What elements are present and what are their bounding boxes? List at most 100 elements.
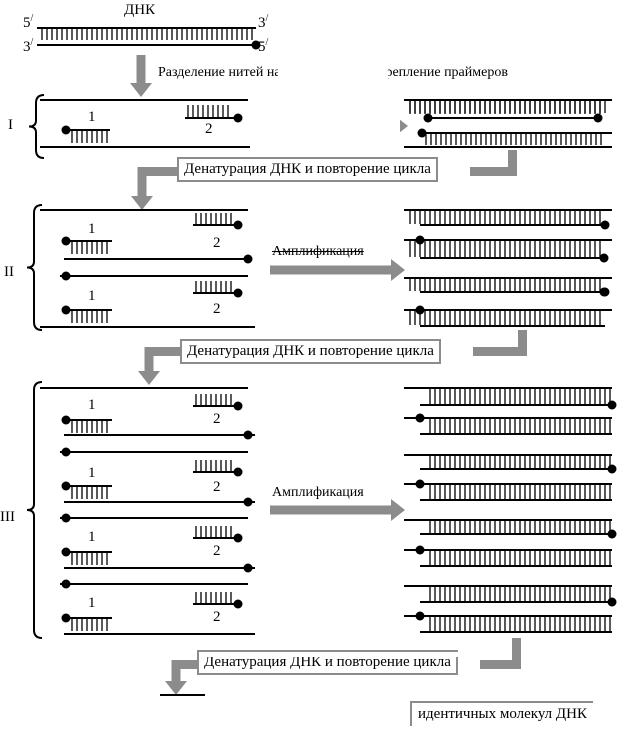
connector <box>470 167 517 176</box>
base-pair-ticks <box>71 618 108 631</box>
top-left-5-end: 5/ <box>23 13 34 31</box>
strand-end-dot <box>607 529 617 539</box>
primer-1-label: 1 <box>88 529 96 545</box>
base-pair-ticks <box>425 133 602 145</box>
primer-1-label: 1 <box>88 221 96 237</box>
primer-2-label: 2 <box>213 235 221 251</box>
cycle-arrow-down <box>138 347 160 385</box>
strand-end-dot <box>243 254 253 264</box>
connector <box>508 150 517 175</box>
occlusion-patch-mid <box>250 88 400 148</box>
cycle-arrow-down <box>131 167 153 210</box>
primer-1-label: 1 <box>88 288 96 304</box>
cycle-label-1: I <box>8 117 13 133</box>
base-pair-ticks <box>187 105 229 118</box>
strand-end-dot <box>415 305 425 315</box>
denaturation-box-1: Денатурация ДНК и повторение цикла <box>177 157 438 182</box>
strand-end-dot <box>61 513 71 523</box>
strand-end-dot <box>243 563 253 573</box>
strand-end-dot <box>243 430 253 440</box>
base-pair-ticks <box>409 278 601 291</box>
cycle-label-3: III <box>0 509 15 525</box>
strand-end-dot <box>600 220 610 230</box>
primer-1-label: 1 <box>88 109 96 125</box>
strand-end-dot <box>415 413 425 423</box>
primer-2-label: 2 <box>213 609 221 625</box>
denaturation-box-2: Денатурация ДНК и повторение цикла <box>180 339 441 364</box>
strand-end-dot <box>599 253 609 263</box>
occlusion-patch-bottom <box>200 652 485 657</box>
strand-end-dot <box>415 235 425 245</box>
bottom-right-5-end: 5/ <box>258 37 269 55</box>
strand-end-dot <box>607 464 617 474</box>
strand-end-dot <box>415 611 425 621</box>
base-pair-ticks <box>429 388 611 404</box>
cycle-brace-3 <box>26 381 43 639</box>
strand-end-dot <box>243 497 253 507</box>
base-pair-ticks <box>429 586 611 601</box>
base-pair-ticks <box>195 213 232 225</box>
base-pair-ticks <box>409 310 601 325</box>
base-pair-ticks <box>429 418 611 433</box>
base-pair-ticks <box>71 486 108 499</box>
step-arrow-down <box>130 55 152 97</box>
primer-1-label: 1 <box>88 595 96 611</box>
cycle-label-2: II <box>4 264 14 280</box>
top-right-3-end: 3/ <box>258 13 269 31</box>
connector <box>145 347 183 356</box>
amplification-label-2: Амплификация <box>272 244 364 259</box>
strand-end-dot <box>607 597 617 607</box>
result-label: идентичных молекул ДНК <box>410 701 593 726</box>
strand-end-dot <box>61 271 71 281</box>
base-pair-ticks <box>195 526 232 538</box>
base-pair-ticks <box>429 520 611 533</box>
dna-title: ДНК <box>124 2 156 18</box>
base-pair-ticks <box>71 420 108 433</box>
cycle-brace-2 <box>26 204 43 331</box>
connector <box>172 660 200 669</box>
base-pair-ticks <box>409 210 601 224</box>
connector <box>480 660 521 669</box>
base-pair-ticks <box>409 240 601 257</box>
primer-1-label: 1 <box>88 465 96 481</box>
strand-end-dot <box>61 447 71 457</box>
connector <box>473 347 527 356</box>
strand-end-dot <box>593 113 603 123</box>
base-pair-ticks <box>429 455 611 468</box>
base-pair-ticks <box>195 460 232 472</box>
bottom-left-3-end: 3/ <box>23 37 34 55</box>
primer-2-label: 2 <box>213 543 221 559</box>
base-pair-ticks <box>195 592 232 604</box>
strand-end-dot <box>599 287 609 297</box>
base-pair-ticks <box>409 100 601 114</box>
base-pair-ticks <box>71 130 108 143</box>
base-pair-ticks <box>41 28 253 40</box>
base-pair-ticks <box>71 241 108 254</box>
strand-end-dot <box>61 579 71 589</box>
connector <box>512 638 521 668</box>
amplification-arrow-2 <box>270 259 405 281</box>
base-pair-ticks <box>429 484 611 499</box>
base-pair-ticks <box>195 281 232 293</box>
base-pair-ticks <box>195 394 232 406</box>
primer-end-dot <box>423 113 433 123</box>
connector <box>138 167 178 176</box>
primer-2-label: 2 <box>213 479 221 495</box>
strand-end-dot <box>415 479 425 489</box>
primer-2-label: 2 <box>205 121 213 137</box>
strand-end-dot <box>607 400 617 410</box>
dna-end-dot <box>251 40 261 50</box>
strand-end-dot <box>415 545 425 555</box>
base-pair-ticks <box>71 552 108 565</box>
primer-2-label: 2 <box>213 411 221 427</box>
primer-2-label: 2 <box>213 301 221 317</box>
cycle-brace-1 <box>28 94 45 159</box>
amplification-label-3: Амплификация <box>272 485 364 500</box>
strand-end-dot <box>417 128 427 138</box>
amplification-arrow-3 <box>270 499 405 521</box>
base-pair-ticks <box>71 310 108 323</box>
cycle-arrow-down <box>165 660 187 695</box>
primer-1-label: 1 <box>88 397 96 413</box>
